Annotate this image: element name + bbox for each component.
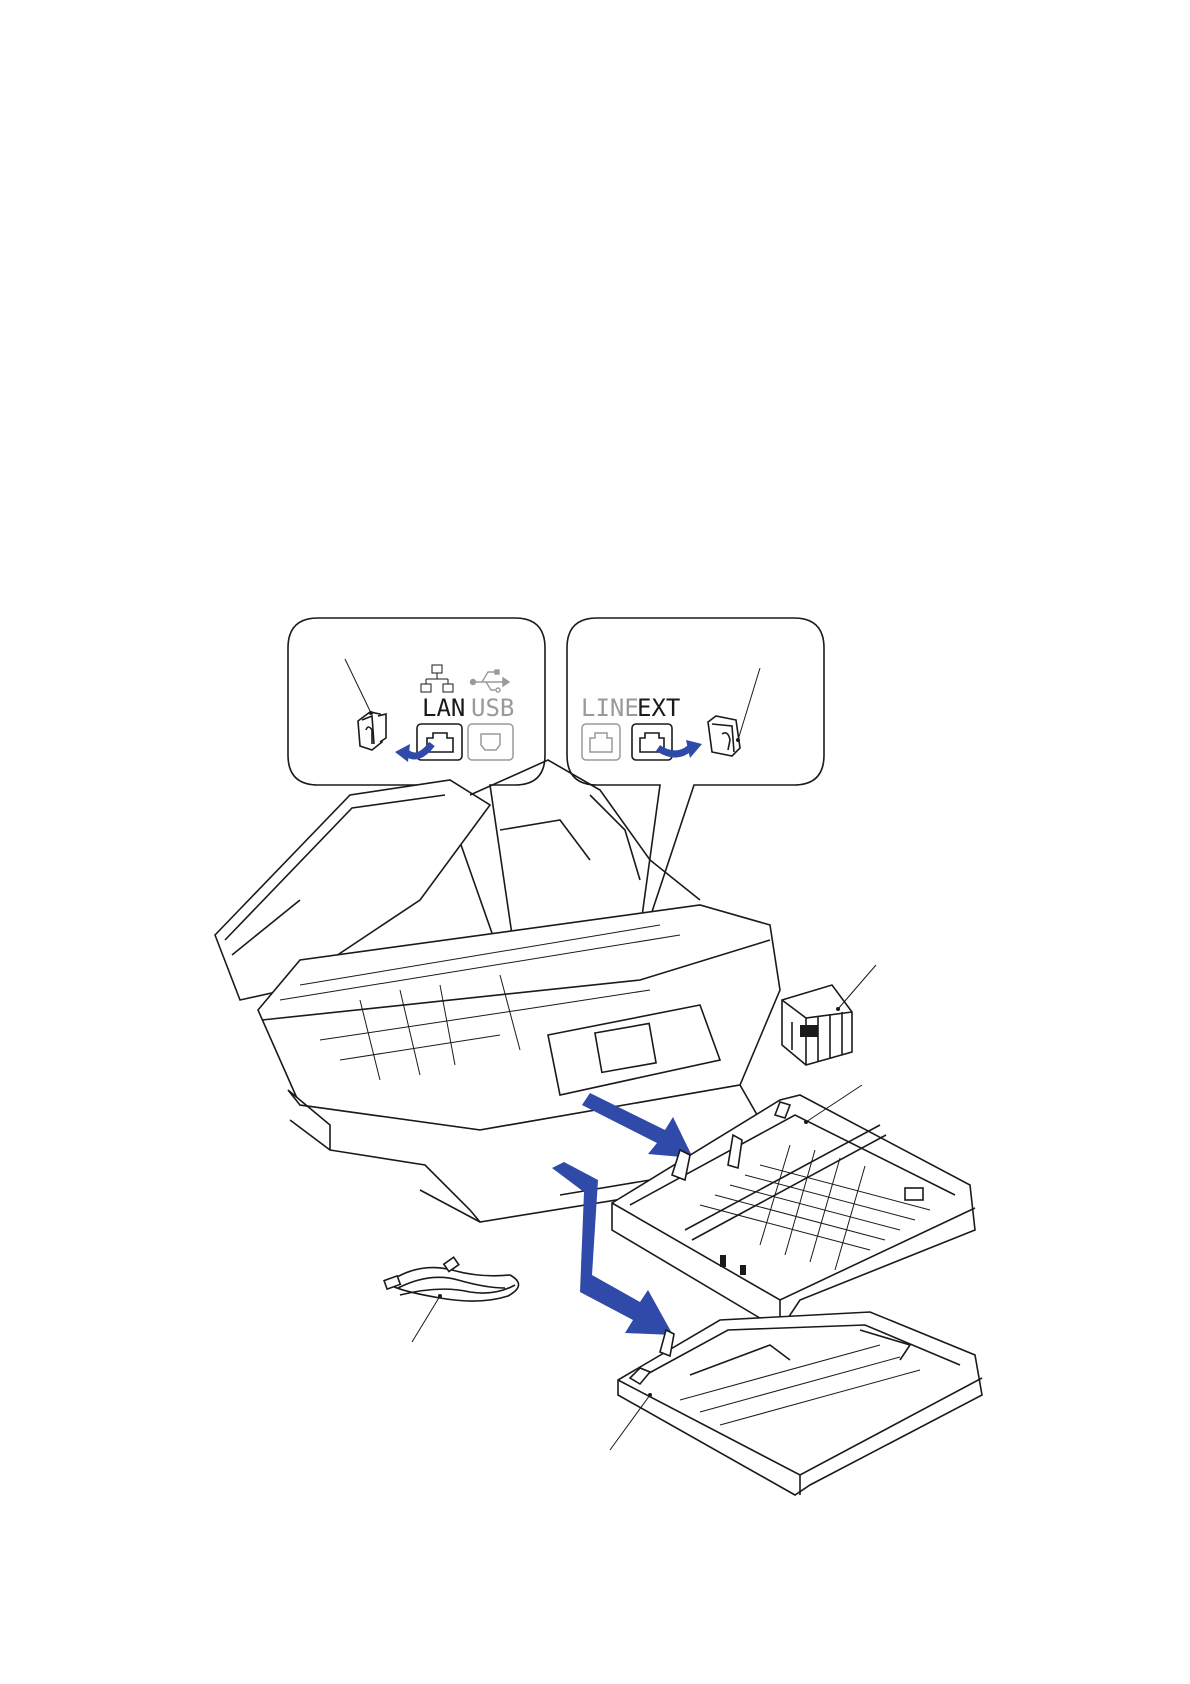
line-port-label: LINE	[581, 694, 639, 722]
lan-port-label: LAN	[422, 694, 465, 722]
usb-port	[468, 724, 513, 760]
telephone-line-cord	[384, 1257, 518, 1342]
port-cap-right	[708, 716, 740, 756]
line-port	[582, 724, 620, 760]
ext-port-label: EXT	[637, 694, 680, 722]
usb-port-label: USB	[471, 694, 514, 722]
paper-tray-lower	[610, 1312, 982, 1495]
ink-cartridge-pack	[782, 965, 876, 1065]
